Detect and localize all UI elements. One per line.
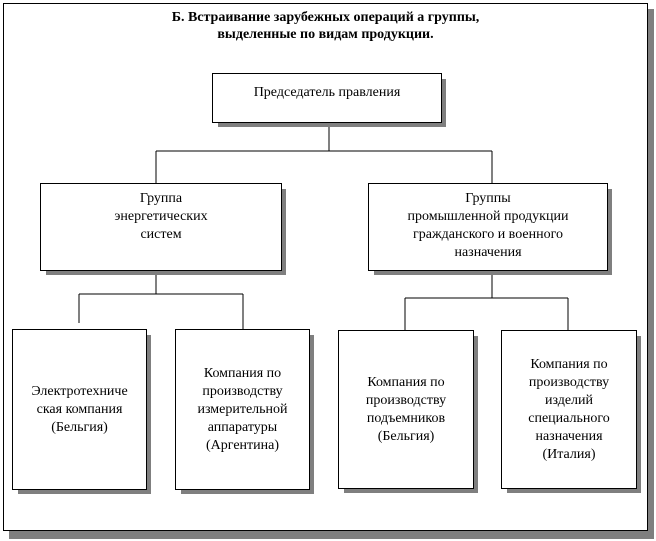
special-line-3: изделий [544, 392, 594, 408]
electrotech-box: Электротехниче ская компания (Бельгия) [12, 329, 147, 490]
special-line-6: (Италия) [542, 446, 596, 462]
special-line-5: назначения [535, 428, 603, 444]
measuring-line-1: Компания по [203, 365, 282, 381]
lifts-line-2: производству [365, 392, 447, 408]
industrial-group-box: Группы промышленной продукции гражданско… [368, 183, 608, 271]
lifts-line-4: (Бельгия) [377, 428, 435, 444]
lifts-line-1: Компания по [367, 374, 445, 390]
special-box: Компания по производству изделий специал… [501, 330, 637, 489]
lifts-box: Компания по производству подъемников (Бе… [338, 330, 474, 489]
measuring-line-2: производству [202, 383, 283, 399]
special-line-4: специального [528, 410, 610, 426]
energy-group-line-2: энергетических [114, 209, 208, 224]
electrotech-line-3: (Бельгия) [51, 419, 108, 435]
industrial-group-line-4: назначения [454, 245, 522, 260]
measuring-line-5: (Аргентина) [205, 437, 279, 453]
lifts-line-3: подъемников [366, 410, 446, 426]
special-line-1: Компания по [530, 356, 608, 372]
diagram-title: Б. Встраивание зарубежных операций а гру… [3, 9, 648, 43]
electrotech-line-1: Электротехниче [31, 383, 128, 399]
energy-group-line-1: Группа [139, 191, 183, 206]
industrial-group-line-2: промышленной продукции [407, 209, 569, 224]
industrial-group-line-1: Группы [465, 191, 511, 206]
chairman-label: Председатель правления [253, 85, 401, 100]
chairman-box: Председатель правления [212, 73, 442, 123]
industrial-group-line-3: гражданского и военного [413, 227, 563, 242]
special-line-2: производству [528, 374, 610, 390]
measuring-line-3: измерительной [197, 401, 288, 417]
title-line-2: выделенные по видам продукции. [217, 27, 434, 42]
title-line-1: Б. Встраивание зарубежных операций а гру… [171, 10, 480, 25]
measuring-line-4: аппаратуры [207, 419, 278, 435]
energy-group-box: Группа энергетических систем [40, 183, 282, 271]
measuring-box: Компания по производству измерительной а… [175, 329, 310, 490]
energy-group-line-3: систем [140, 227, 182, 242]
electrotech-line-2: ская компания [36, 401, 123, 417]
